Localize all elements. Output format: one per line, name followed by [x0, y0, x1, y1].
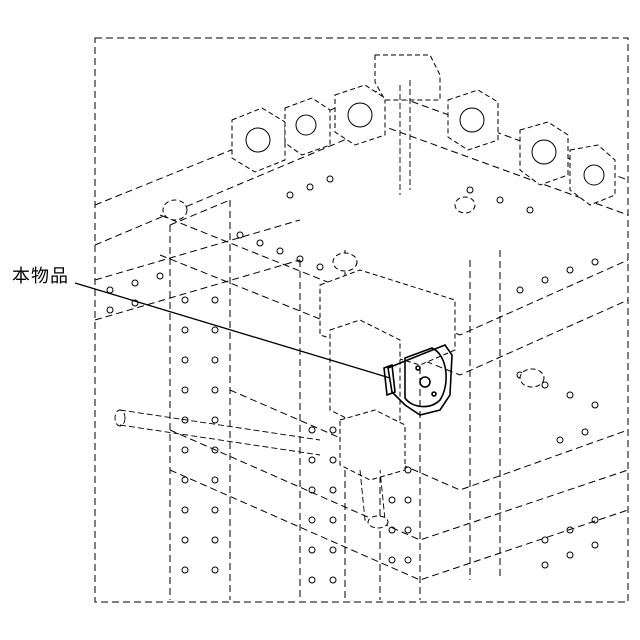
left-column — [170, 200, 230, 600]
callout-label: 本物品 — [12, 262, 69, 288]
top-hubs — [232, 55, 615, 205]
left-beam — [95, 220, 300, 320]
central-housing — [320, 270, 455, 528]
